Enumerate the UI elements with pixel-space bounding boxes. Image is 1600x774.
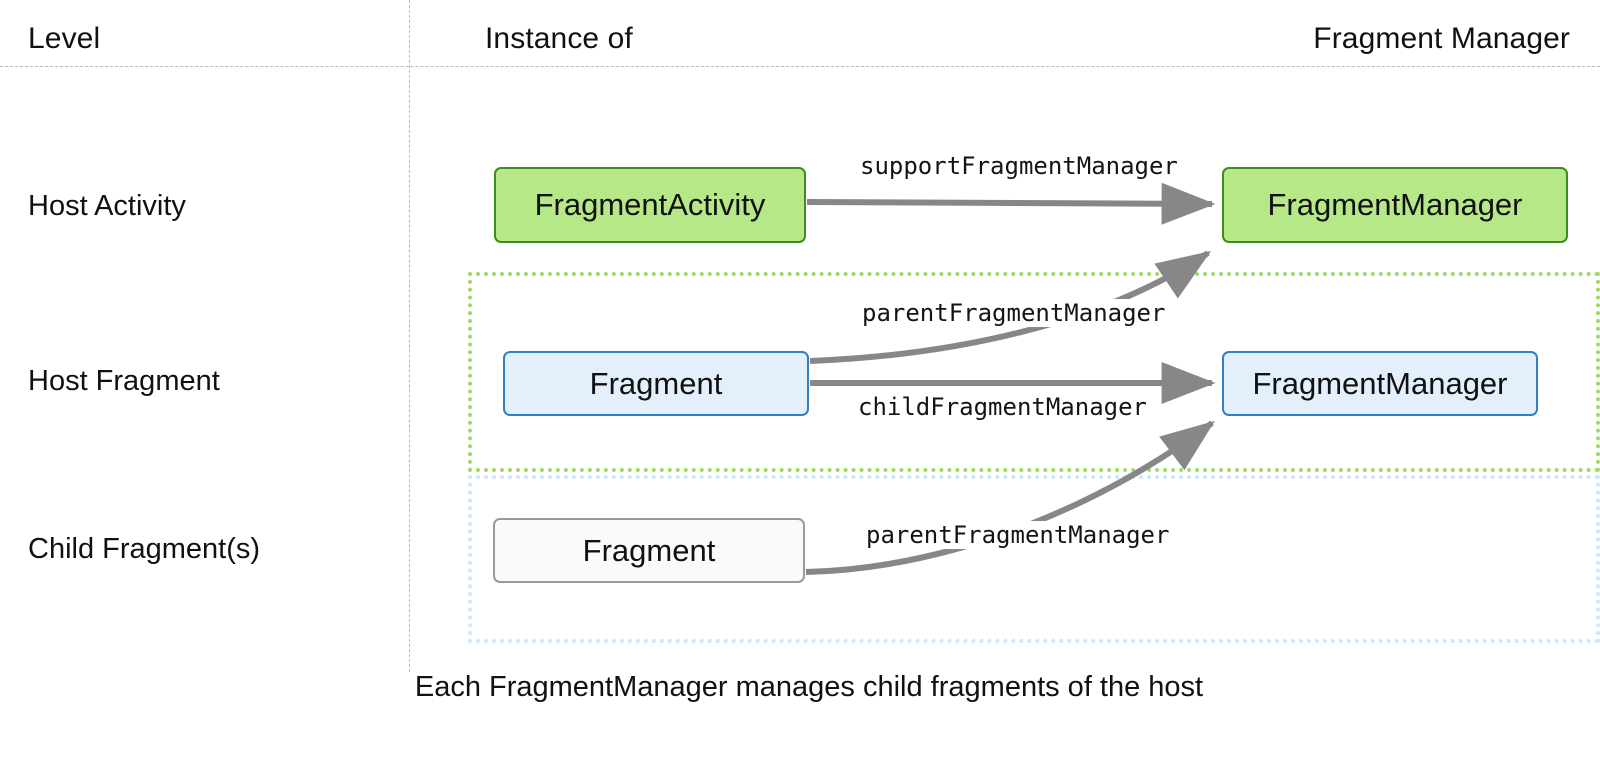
row-label-child-fragment: Child Fragment(s) <box>28 533 261 565</box>
diagram-caption-text: Each FragmentManager manages child fragm… <box>414 671 1204 703</box>
row-label-host-activity: Host Activity <box>28 190 186 222</box>
edge-label-parent-fragment-manager-host: parentFragmentManager <box>860 299 1168 327</box>
column-header-fragment-manager: Fragment Manager <box>1313 22 1570 55</box>
row-label-host-fragment: Host Fragment <box>28 365 220 397</box>
node-fragment-manager-activity[interactable]: FragmentManager <box>1222 167 1568 243</box>
edge-label-support-fragment-manager: supportFragmentManager <box>858 152 1180 180</box>
column-header-instance-of: Instance of <box>485 22 633 55</box>
node-fragment-child[interactable]: Fragment <box>493 518 805 583</box>
node-fragment-host[interactable]: Fragment <box>503 351 809 416</box>
arrow-support-fragment-manager <box>806 182 1216 225</box>
node-fragment-manager-host[interactable]: FragmentManager <box>1222 351 1538 416</box>
diagram-caption: Each FragmentManager manages child fragm… <box>0 671 1600 704</box>
edge-label-parent-fragment-manager-child: parentFragmentManager <box>864 521 1172 549</box>
column-header-level: Level <box>28 22 101 55</box>
node-fragment-activity[interactable]: FragmentActivity <box>494 167 806 243</box>
edge-label-child-fragment-manager: childFragmentManager <box>856 393 1149 421</box>
header-divider-line <box>0 66 1600 67</box>
level-column-divider-line <box>409 0 410 672</box>
